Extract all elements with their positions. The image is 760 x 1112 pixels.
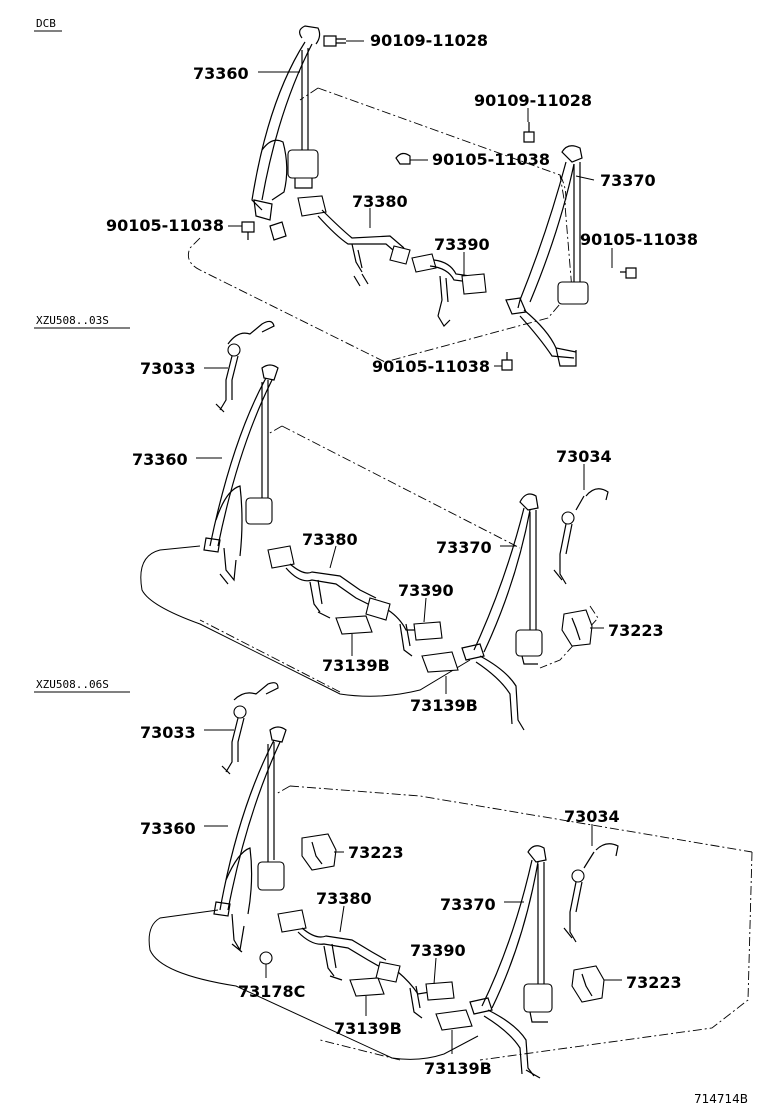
section-header: XZU508..03S — [36, 314, 109, 327]
part-label: 73390 — [434, 235, 490, 254]
buckle-73390 — [397, 971, 455, 1019]
part-label: 73033 — [140, 359, 196, 378]
part-label: 73223 — [626, 973, 682, 992]
part-label: 90105-11038 — [580, 230, 698, 249]
part-label: 73034 — [564, 807, 620, 826]
seat-outline — [187, 87, 573, 363]
part-label: 90105-11038 — [106, 216, 224, 235]
cover-73223 — [301, 833, 337, 871]
belt-assembly-73370 — [505, 145, 589, 367]
buckle-73390 — [387, 609, 443, 657]
diagram-reference: 714714B — [694, 1092, 748, 1106]
anchor-strap-73033 — [215, 320, 275, 413]
anchor-strap-73034 — [563, 843, 619, 943]
section-xzu508-03s: XZU508..03S — [34, 314, 664, 731]
plate-73139b — [421, 651, 459, 673]
part-label: 73178C — [238, 982, 305, 1001]
belt-assembly-73370 — [461, 493, 543, 731]
seat-outline — [289, 785, 753, 1061]
section-xzu508-06s: XZU508..06S — [34, 678, 753, 1079]
part-label: 73139B — [424, 1059, 492, 1078]
cap-73178c — [259, 951, 273, 965]
part-label: 90109-11028 — [474, 91, 592, 110]
part-label: 73380 — [302, 530, 358, 549]
part-label: 73139B — [334, 1019, 402, 1038]
plate-73139b — [435, 1009, 473, 1031]
belt-assembly-73360 — [213, 726, 287, 953]
buckle-73380 — [297, 195, 411, 287]
part-label: 73380 — [352, 192, 408, 211]
part-label: 73223 — [608, 621, 664, 640]
part-label: 73139B — [410, 696, 478, 715]
part-label: 73034 — [556, 447, 612, 466]
belt-assembly-73370 — [469, 845, 553, 1079]
buckle-73380 — [267, 545, 391, 621]
part-label: 73370 — [436, 538, 492, 557]
part-label: 73033 — [140, 723, 196, 742]
section-dcb: DCB — [34, 17, 698, 376]
buckle-73390 — [411, 253, 487, 327]
cover-73223 — [571, 965, 605, 1003]
seat-cushion-edge — [140, 545, 471, 697]
part-label: 73360 — [193, 64, 249, 83]
belt-assembly-73360 — [203, 364, 279, 585]
plate-73139b — [349, 977, 385, 997]
buckle-73380 — [277, 909, 401, 983]
anchor-strap-73033 — [221, 682, 279, 775]
part-label: 73360 — [132, 450, 188, 469]
anchor-strap-73034 — [553, 488, 609, 585]
cover-73223 — [561, 609, 593, 647]
seat-cushion-edge — [148, 909, 479, 1060]
plate-73139b — [335, 615, 373, 635]
part-label: 90105-11038 — [372, 357, 490, 376]
part-label: 73390 — [410, 941, 466, 960]
part-label: 73370 — [600, 171, 656, 190]
part-label: 90109-11028 — [370, 31, 488, 50]
section-header: XZU508..06S — [36, 678, 109, 691]
part-label: 73390 — [398, 581, 454, 600]
section-header: DCB — [36, 17, 56, 30]
part-label: 73360 — [140, 819, 196, 838]
part-label: 73370 — [440, 895, 496, 914]
part-label: 73223 — [348, 843, 404, 862]
part-label: 90105-11038 — [432, 150, 550, 169]
belt-assembly-73360 — [251, 25, 321, 221]
bolt-icon — [323, 35, 346, 47]
part-label: 73139B — [322, 656, 390, 675]
part-label: 73380 — [316, 889, 372, 908]
